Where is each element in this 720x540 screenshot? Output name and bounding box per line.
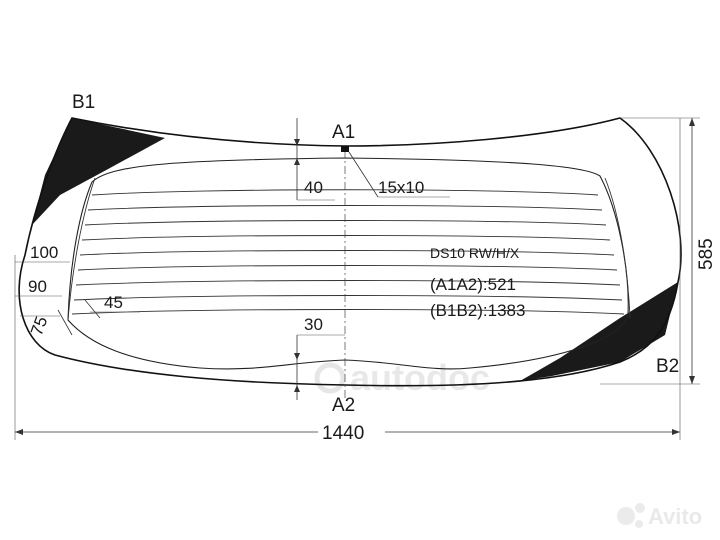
b2-label: B2 xyxy=(656,356,679,377)
a1a2-distance: (A1A2):521 xyxy=(430,275,516,294)
glass-outline xyxy=(18,117,682,387)
top-offset-label: 40 xyxy=(304,178,323,197)
width-dimension xyxy=(14,118,681,440)
avito-watermark: Avito xyxy=(617,503,702,529)
center-watermark: autodoc xyxy=(314,357,490,398)
b1-label: B1 xyxy=(72,92,95,113)
heater-grid xyxy=(71,189,625,315)
heated-area-border xyxy=(67,157,629,370)
b1b2-distance: (B1B2):1383 xyxy=(430,301,525,320)
right-busbar xyxy=(604,177,631,319)
tint-corner-b2 xyxy=(520,282,678,381)
brand-logo-icon xyxy=(314,362,346,394)
top-offset-dimension xyxy=(294,118,335,201)
brand-watermark-text: autodoc xyxy=(350,357,490,398)
left-90-label: 90 xyxy=(28,277,47,296)
height-label: 585 xyxy=(696,238,717,270)
a1-marker xyxy=(341,146,349,152)
avito-text: Avito xyxy=(648,504,702,529)
bracket-leader xyxy=(348,151,379,198)
left-busbar xyxy=(67,177,96,321)
glass-code: DS10 RW/H/X xyxy=(430,245,520,261)
a1-label: A1 xyxy=(332,122,355,143)
bottom-offset-label: 30 xyxy=(304,315,323,334)
left-45-label: 45 xyxy=(104,293,123,312)
tint-corner-b1 xyxy=(32,118,165,225)
a2-label: A2 xyxy=(332,395,355,416)
bottom-offset-dimension xyxy=(294,334,345,400)
left-100-label: 100 xyxy=(30,243,58,262)
width-label: 1440 xyxy=(322,423,364,444)
bracket-label: 15x10 xyxy=(378,178,424,197)
height-dimension xyxy=(600,117,700,385)
left-dimensions xyxy=(15,261,140,336)
avito-logo-icon xyxy=(617,507,635,525)
